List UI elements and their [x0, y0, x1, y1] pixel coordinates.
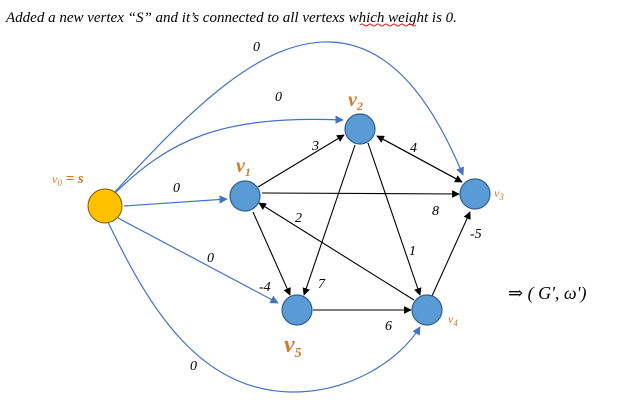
label-vertex-s: v0 = s: [52, 171, 84, 188]
label-vertex-v5: v5: [284, 332, 302, 361]
weight-s-v2: 0: [275, 90, 282, 105]
edge-s-v3: [111, 41, 464, 196]
weight-s-v1: 0: [173, 181, 180, 196]
weight-v2-v4: 1: [409, 244, 416, 259]
label-vertex-v2: v2: [348, 89, 363, 113]
edge-s-v1: [123, 195, 228, 207]
edge-v2-v5: [302, 144, 356, 296]
label-vertex-v3: v3: [494, 186, 504, 202]
edge-v1-v2: [257, 134, 345, 188]
vertex-v1: [229, 180, 261, 212]
weight-s-v4: 0: [190, 359, 197, 374]
edge-s-v5: [117, 217, 279, 304]
edge-v4-v1: [258, 202, 415, 301]
weight-v1-v3: 8: [432, 204, 439, 219]
caption-text: Added a new vertex “S” and it’s connecte…: [5, 10, 457, 26]
weight-v1-v2: 3: [311, 139, 319, 154]
edge-s-v2: [114, 115, 344, 194]
edge-v1-v3: [261, 190, 460, 198]
label-vertex-v1: v1: [236, 155, 251, 179]
edge-s-v4: [107, 221, 421, 393]
vertex-v2: [344, 113, 376, 145]
spellcheck-underline: [359, 23, 417, 27]
vertex-v5: [281, 294, 313, 326]
weight-v1-v5: -4: [259, 280, 271, 295]
caption-suffix: which weight is 0.: [345, 10, 457, 26]
weight-v3-v2: 4: [410, 141, 417, 156]
weight-v5-v4: 6: [385, 319, 392, 334]
vertex-v4: [411, 294, 443, 326]
source-edges: [107, 41, 464, 393]
graph-edges: [252, 134, 471, 314]
vertex-v3: [459, 178, 491, 210]
weight-v2-v5: 7: [318, 277, 326, 292]
weight-v4-v1: 2: [295, 211, 302, 226]
vertex-s: [87, 188, 123, 224]
edge-v1-v5: [252, 211, 291, 296]
caption-misspelled-word: vertexs: [302, 10, 345, 26]
edge-v4-v3: [431, 211, 471, 297]
result-label: ⇒ ( G', ω'): [508, 283, 586, 304]
weight-v4-v3: -5: [470, 227, 482, 242]
edge-v2-v4: [367, 142, 422, 296]
weight-s-v3: 0: [253, 40, 260, 55]
weight-s-v5: 0: [207, 251, 214, 266]
caption-prefix: Added a new vertex “S” and it’s connecte…: [5, 10, 302, 26]
edge-v2-v3-back: [376, 135, 463, 183]
label-vertex-v4: v4: [448, 312, 458, 328]
